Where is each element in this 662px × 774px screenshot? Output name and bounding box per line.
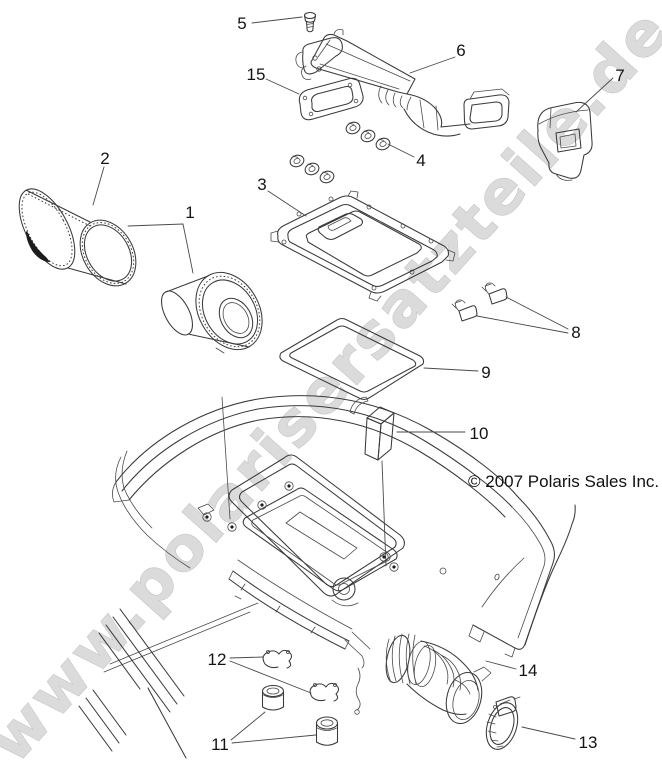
callout-5: 5 (237, 14, 246, 33)
callout-15: 15 (247, 65, 266, 84)
callout-13: 13 (579, 733, 598, 752)
callout-9: 9 (481, 363, 490, 382)
part-4-clamps-drawing (289, 121, 391, 184)
callout-14: 14 (519, 661, 538, 680)
leader-13 (521, 726, 576, 740)
leader-11 (230, 711, 317, 744)
part-3-cover-drawing (270, 190, 456, 302)
callout-6: 6 (456, 41, 465, 60)
part-14-intake-boot-drawing (385, 633, 492, 725)
part-7-boot-drawing (537, 101, 593, 181)
part-12-spring-clips-drawing (262, 649, 340, 702)
part-2-outer-filter-drawing (18, 188, 137, 287)
part-10-foam-drawing (364, 406, 395, 461)
leader-6 (409, 56, 456, 74)
leader-10 (381, 431, 466, 567)
part-6-air-duct-drawing (295, 29, 510, 137)
callout-7: 7 (615, 66, 624, 85)
leader-4 (387, 143, 415, 158)
callout-1: 1 (185, 203, 194, 222)
part-1-filter-drawing (161, 271, 263, 354)
callout-2: 2 (100, 149, 109, 168)
leader-2 (92, 166, 105, 206)
leader-15 (265, 78, 300, 95)
leader-12 (229, 656, 312, 694)
callout-11: 11 (211, 735, 229, 754)
part-8-clips-drawing (451, 282, 508, 322)
part-5-screw-drawing (303, 11, 317, 33)
callout-3: 3 (257, 175, 266, 194)
leader-8 (476, 296, 569, 334)
leader-3 (267, 190, 307, 217)
leader-14 (485, 660, 517, 670)
part-9-seal-drawing (279, 317, 425, 401)
callout-10: 10 (470, 424, 489, 443)
leader-7 (575, 77, 614, 113)
leader-5 (251, 16, 303, 24)
callout-4: 4 (416, 151, 425, 170)
part-13-hose-clamp-drawing (485, 696, 521, 750)
vehicle-body-airbox-drawing (78, 395, 576, 759)
part-11-bushings-drawing (261, 684, 339, 746)
leader-lines (92, 16, 614, 744)
leader-1 (127, 223, 194, 274)
copyright-text: © 2007 Polaris Sales Inc. (468, 472, 659, 491)
callout-12: 12 (208, 650, 227, 669)
callout-8: 8 (571, 323, 580, 342)
part-15-gasket-drawing (298, 77, 364, 121)
leader-9 (423, 367, 479, 372)
